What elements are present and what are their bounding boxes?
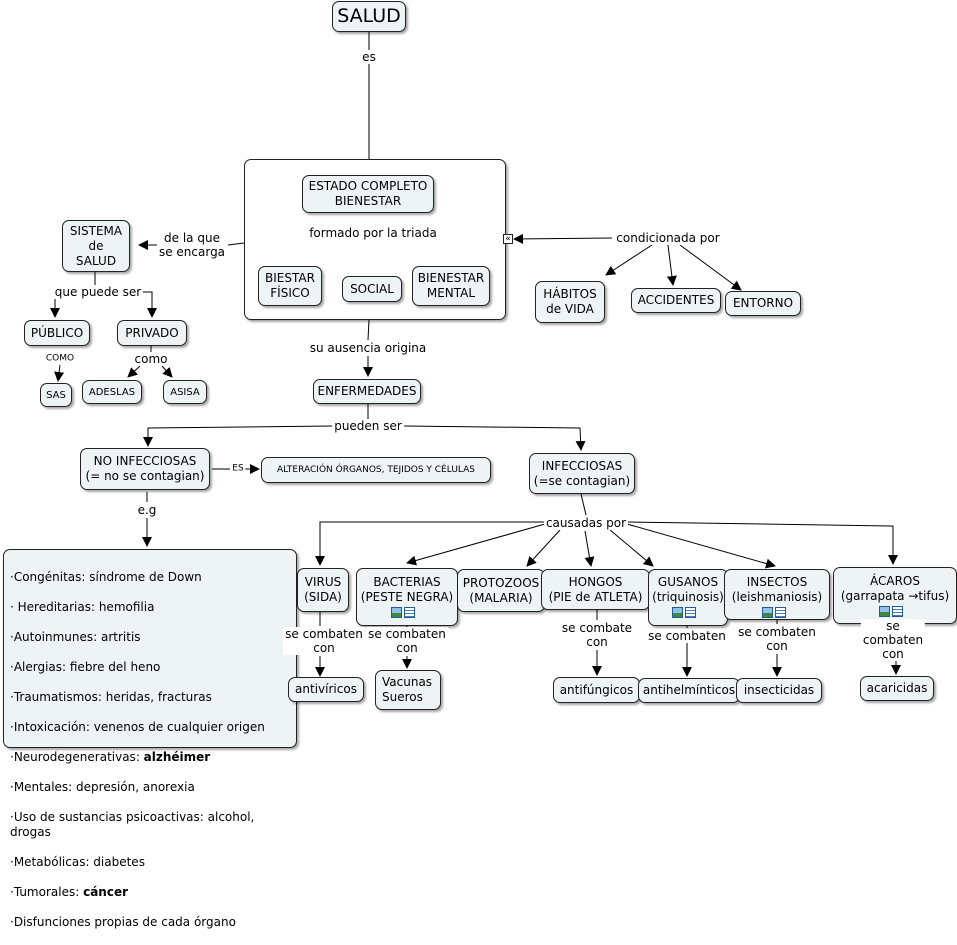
expand-collapse-icon[interactable]: « [503, 234, 513, 244]
list-item: ·Tumorales: cáncer [10, 885, 129, 899]
link-label-que-puede-ser: que puede ser [52, 285, 144, 299]
link-label-es: es [360, 50, 378, 64]
link-label-combaten-gusanos: se combaten [646, 629, 728, 643]
link-label-formado: formado por la triada [307, 226, 439, 240]
node-accidentes[interactable]: ACCIDENTES [631, 288, 721, 313]
document-resource-icon[interactable] [892, 606, 903, 617]
node-bienestar-fisico[interactable]: BIESTAR FÍSICO [258, 266, 322, 306]
node-alteracion[interactable]: ALTERACIÓN ÓRGANOS, TEJIDOS Y CÉLULAS [261, 457, 491, 483]
link-label-combaten-bacterias: se combaten con [366, 627, 448, 655]
link-label-como-upper: COMO [43, 353, 77, 365]
document-resource-icon[interactable] [775, 607, 786, 618]
node-gusanos[interactable]: GUSANOS (triquinosis) [648, 569, 728, 626]
link-label-eg: e.g [135, 503, 159, 517]
link-label-causadas: causadas por [543, 516, 629, 530]
link-label-combaten-acaros: se combaten con [860, 619, 926, 661]
list-item: · Hereditarias: hemofilia [10, 600, 155, 614]
node-bienestar-mental[interactable]: BIENESTAR MENTAL [412, 266, 490, 306]
list-item: ·Traumatismos: heridas, fracturas [10, 690, 212, 704]
list-item: ·Neurodegenerativas: alzhéimer [10, 750, 211, 764]
node-privado[interactable]: PRIVADO [117, 320, 187, 346]
node-virus[interactable]: VIRUS (SIDA) [297, 568, 349, 612]
node-adeslas[interactable]: ADESLAS [82, 380, 142, 404]
node-protozoos[interactable]: PROTOZOOS (MALARIA) [457, 569, 545, 612]
link-label-pueden-ser: pueden ser [332, 419, 404, 433]
document-resource-icon[interactable] [404, 607, 415, 618]
document-resource-icon[interactable] [685, 607, 696, 618]
list-container: ·Congénitas: síndrome de Down · Heredita… [10, 555, 290, 945]
node-enfermedades[interactable]: ENFERMEDADES [313, 379, 421, 404]
node-estado-completo-bienestar[interactable]: ESTADO COMPLETO BIENESTAR [302, 175, 434, 213]
image-resource-icon[interactable] [391, 607, 402, 618]
image-resource-icon[interactable] [879, 606, 890, 617]
gusanos-resources [672, 607, 696, 618]
link-label-de-la-que: de la que se encarga [156, 231, 228, 259]
link-label-condicionada: condicionada por [614, 231, 722, 245]
acaros-resources [879, 606, 903, 617]
list-item: ·Uso de sustancias psicoactivas: alcohol… [10, 810, 255, 839]
link-label-es-upper: ES [230, 463, 246, 475]
node-hongos[interactable]: HONGOS (PIE de ATLETA) [541, 569, 650, 610]
list-item: ·Congénitas: síndrome de Down [10, 570, 202, 584]
link-label-su-ausencia: su ausencia origina [307, 341, 429, 355]
node-vacunas-sueros[interactable]: Vacunas Sueros [375, 670, 441, 710]
image-resource-icon[interactable] [762, 607, 773, 618]
node-sas[interactable]: SAS [40, 383, 72, 407]
node-antifungicos[interactable]: antifúngicos [553, 677, 640, 703]
node-asisa[interactable]: ASISA [163, 380, 207, 404]
node-acaricidas[interactable]: acaricidas [860, 676, 934, 701]
image-resource-icon[interactable] [672, 607, 683, 618]
node-insecticidas[interactable]: insecticidas [736, 678, 822, 703]
node-no-infecciosas[interactable]: NO INFECCIOSAS (= no se contagian) [80, 448, 210, 490]
node-antiviricos[interactable]: antivíricos [288, 677, 364, 702]
list-item: ·Autoinmunes: artritis [10, 630, 141, 644]
node-sistema-de-salud[interactable]: SISTEMA de SALUD [62, 220, 130, 272]
node-entorno[interactable]: ENTORNO [725, 291, 801, 316]
node-habitos-de-vida[interactable]: HÁBITOS de VIDA [535, 281, 605, 323]
insectos-resources [762, 607, 786, 618]
link-label-combate-hongos: se combate con [559, 621, 635, 649]
node-infecciosas[interactable]: INFECCIOSAS (=se contagian) [529, 453, 635, 494]
list-item: ·Alergias: fiebre del heno [10, 660, 161, 674]
node-social[interactable]: SOCIAL [342, 276, 402, 302]
node-no-infecciosas-list: ·Congénitas: síndrome de Down · Heredita… [3, 549, 297, 929]
list-item: ·Metabólicas: diabetes [10, 855, 145, 869]
node-publico[interactable]: PÚBLICO [24, 320, 90, 346]
link-label-combaten-insectos: se combaten con [736, 625, 818, 653]
bacterias-resources [391, 607, 415, 618]
node-antihelminticos[interactable]: antihelmínticos [638, 678, 740, 703]
link-label-combaten-virus: se combaten con [283, 627, 365, 655]
list-item: ·Intoxicación: venenos de cualquier orig… [10, 720, 265, 734]
list-item: ·Mentales: depresión, anorexia [10, 780, 195, 794]
link-label-como: como [132, 352, 170, 366]
node-salud[interactable]: SALUD [332, 1, 406, 32]
list-item: ·Disfunciones propias de cada órgano [10, 915, 236, 929]
